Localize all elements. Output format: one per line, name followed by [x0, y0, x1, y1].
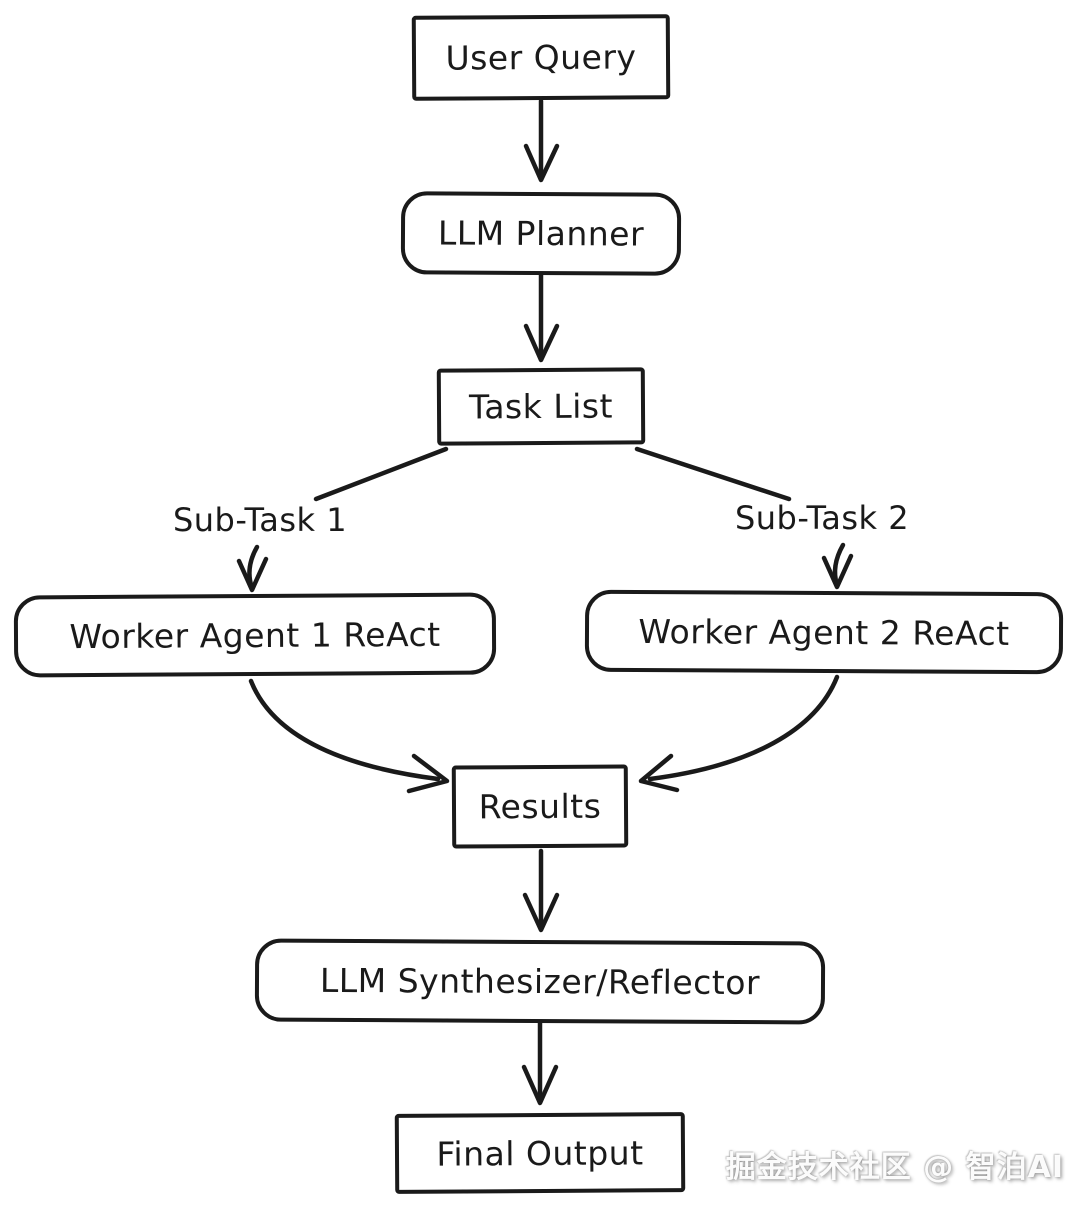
node-results: Results [451, 764, 629, 849]
node-llm-synthesizer: LLM Synthesizer/Reflector [254, 938, 826, 1025]
edge-sub-task-1-to-worker-agent-1 [236, 544, 269, 593]
label-sub-task-2-text: Sub-Task 2 [734, 499, 910, 537]
label-sub-task-2: Sub-Task 2 [712, 495, 932, 541]
node-user-query: User Query [411, 14, 671, 101]
edge-llm-planner-to-task-list [523, 270, 560, 363]
node-final-output: Final Output [394, 1112, 686, 1194]
node-results-label: Results [478, 786, 602, 827]
node-llm-planner-label: LLM Planner [437, 213, 645, 254]
node-worker-agent-1: Worker Agent 1 ReAct [13, 592, 497, 678]
edge-results-to-llm-synthesizer [522, 848, 560, 933]
edge-worker-agent-1-to-results [248, 678, 450, 794]
edge-llm-synthesizer-to-final-output [521, 1020, 559, 1106]
node-worker-agent-1-label: Worker Agent 1 ReAct [69, 614, 441, 656]
edge-task-list-to-sub-task-2 [634, 446, 792, 502]
edge-sub-task-2-to-worker-agent-2 [821, 542, 854, 590]
node-llm-synthesizer-label: LLM Synthesizer/Reflector [319, 960, 761, 1003]
edge-task-list-to-sub-task-1 [313, 446, 449, 502]
label-sub-task-1: Sub-Task 1 [150, 497, 370, 543]
node-user-query-label: User Query [445, 37, 637, 78]
node-worker-agent-2: Worker Agent 2 ReAct [584, 589, 1064, 675]
node-llm-planner: LLM Planner [400, 191, 682, 276]
node-task-list-label: Task List [468, 386, 614, 427]
node-final-output-label: Final Output [436, 1132, 644, 1174]
node-worker-agent-2-label: Worker Agent 2 ReAct [638, 611, 1010, 653]
node-task-list: Task List [436, 367, 646, 446]
watermark: 掘金技术社区 @ 智泊AI [725, 1150, 1064, 1185]
edge-user-query-to-llm-planner [523, 98, 560, 183]
label-sub-task-1-text: Sub-Task 1 [172, 501, 348, 539]
edge-worker-agent-2-to-results [638, 674, 840, 793]
